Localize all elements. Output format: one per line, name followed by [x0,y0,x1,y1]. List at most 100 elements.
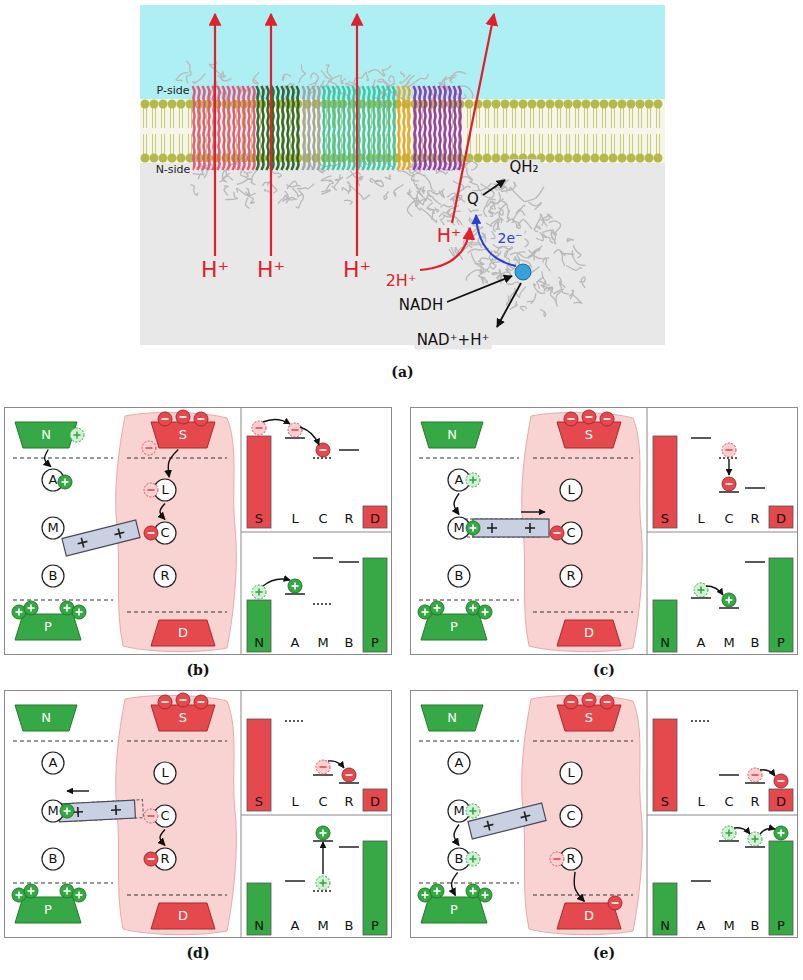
label-anchor: H⁺ [341,257,373,282]
proton-charge [748,832,762,846]
piston-body [468,803,546,839]
divider [241,815,391,816]
protein-ribbon [540,214,543,226]
energy-bar-shape [769,506,793,528]
energy-bar-shape [363,841,387,935]
boundary-line [13,741,113,742]
charge-sign [754,836,756,843]
node-label: R [566,569,575,584]
energy-bar-shape [769,841,793,935]
charge-circle [60,804,74,818]
proton-site: B [41,564,65,588]
protein-ribbon [579,277,585,288]
reservoir-shape [421,897,487,923]
charge-circle [194,695,208,709]
lipid-tail [488,108,489,128]
proton-site: M [447,799,471,823]
charge-circle [158,412,172,426]
plus-sign [115,805,117,815]
protein-ribbon [186,61,190,72]
transmembrane-helix [242,86,244,170]
lipid-head [582,100,591,109]
energy-bar: P [769,841,793,935]
lipid-tail [260,134,261,154]
lipid-tail [146,108,147,128]
transmembrane-helix [227,86,229,170]
lipid-head [492,154,501,163]
reservoir-shape [557,620,621,646]
complex-i-illustration [140,5,665,345]
protein-ribbon [534,284,545,294]
protein-ribbon [378,79,390,86]
proton-site: A [41,468,65,492]
reservoir-shape [15,614,81,640]
level-label: M [723,919,734,934]
transmembrane-helix [372,86,374,170]
protein-ribbon [217,76,231,81]
energy-level [745,561,765,563]
charge-sign [472,808,474,815]
annotation-label: H⁺ [199,257,231,282]
charge-sign [436,605,438,612]
label-anchor: B [751,919,760,934]
label-anchor: QH₂ [507,159,540,176]
protein-ribbon [368,70,384,76]
transition-arrow [706,586,723,595]
lipid-tail [152,108,153,128]
protein-ribbon [382,66,391,77]
boundary-line [13,458,113,459]
label-anchor: C [318,512,327,527]
boundary-line [533,895,633,896]
protein-ribbon [350,186,370,200]
charge-sign [472,525,474,532]
electron-site: R [559,847,583,871]
protein-ribbon [321,71,330,79]
lipid-head [546,100,555,109]
lipid-tail [206,134,207,154]
electron-site: C [559,804,583,828]
protein-ribbon [505,247,513,257]
charge-sign [778,780,785,782]
protein-ribbon [510,253,530,258]
charge-sign [586,416,593,418]
lipid-tail [479,108,480,128]
electron-charge [144,852,158,866]
transmembrane-helix [252,86,254,170]
proton-charge [430,884,444,898]
energy-bar: S [653,436,677,528]
annotation-label: 2e⁻ [496,230,525,246]
proton-charge [288,579,302,593]
electron-charge [142,441,156,455]
lipid-tail [173,108,174,128]
level-label: L [697,795,704,810]
protein-ribbon [332,174,340,190]
lipid-tail [515,134,516,154]
protein-ribbon [297,184,314,189]
lipid-tail [506,134,507,154]
energy-bar: S [247,436,271,528]
electron-drain: D [151,620,215,646]
protein-ribbon [344,200,352,205]
node-label: N [447,711,457,726]
mechanism-panel: (b)NAMBPSLCRDSDNP [4,407,392,655]
transmembrane-helix [281,86,283,170]
lipid-tail [566,134,567,154]
lipid-tail [512,108,513,128]
divider [241,691,242,937]
charge-circle [550,852,564,866]
charge-sign [18,609,20,616]
lipid-head [150,100,159,109]
protein-ribbon [253,72,259,83]
lipid-tail [575,134,576,154]
electron-source: S [151,422,215,448]
level-label: M [723,636,734,651]
node-label: D [776,795,786,811]
transmembrane-helix [312,86,314,170]
protein-ribbon [335,177,343,180]
plus-sign [529,523,531,533]
divider [241,408,242,654]
charge-circle [774,826,788,840]
transmembrane-helix [377,86,379,170]
lipid-tail [641,108,642,128]
electron-site: L [559,761,583,785]
